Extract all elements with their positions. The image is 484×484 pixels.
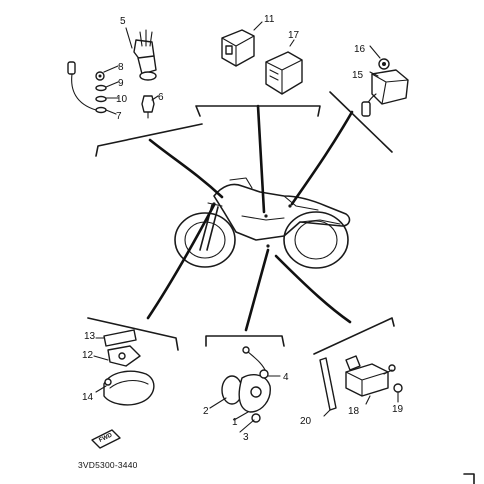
drawing-code: 3VD5300-3440 xyxy=(78,460,138,470)
callout-16: 16 xyxy=(354,44,366,55)
callout-11: 11 xyxy=(264,14,275,25)
callout-17: 17 xyxy=(288,30,300,41)
callout-15: 15 xyxy=(352,70,364,81)
callout-5: 5 xyxy=(120,16,126,27)
motorcycle-outline xyxy=(174,177,351,269)
callout-8: 8 xyxy=(118,62,124,73)
horn-group: FWD xyxy=(91,329,155,449)
callout-4: 4 xyxy=(283,372,289,383)
callout-labels: 1 2 3 4 5 6 7 8 9 10 11 12 13 14 15 16 1… xyxy=(82,14,404,443)
callout-19: 19 xyxy=(392,404,404,415)
callout-13: 13 xyxy=(84,331,96,342)
callout-7: 7 xyxy=(116,111,122,122)
starter-relay-group xyxy=(319,355,403,417)
callout-12: 12 xyxy=(82,350,94,361)
callout-14: 14 xyxy=(82,392,94,403)
callout-10: 10 xyxy=(116,94,128,105)
callout-1: 1 xyxy=(232,417,238,428)
leader-lines xyxy=(146,104,354,332)
neutral-switch-group xyxy=(67,27,159,119)
callout-20: 20 xyxy=(300,416,312,427)
corner-mark xyxy=(463,473,475,484)
callout-2: 2 xyxy=(203,406,209,417)
callout-18: 18 xyxy=(348,406,360,417)
fwd-label: FWD xyxy=(98,432,114,443)
callout-3: 3 xyxy=(243,432,249,443)
callout-6: 6 xyxy=(158,92,164,103)
horn-relay-group xyxy=(361,45,409,117)
sidestand-switch-group xyxy=(209,346,281,433)
group-brackets xyxy=(87,91,395,355)
relay-group xyxy=(221,21,303,95)
callout-9: 9 xyxy=(118,78,124,89)
